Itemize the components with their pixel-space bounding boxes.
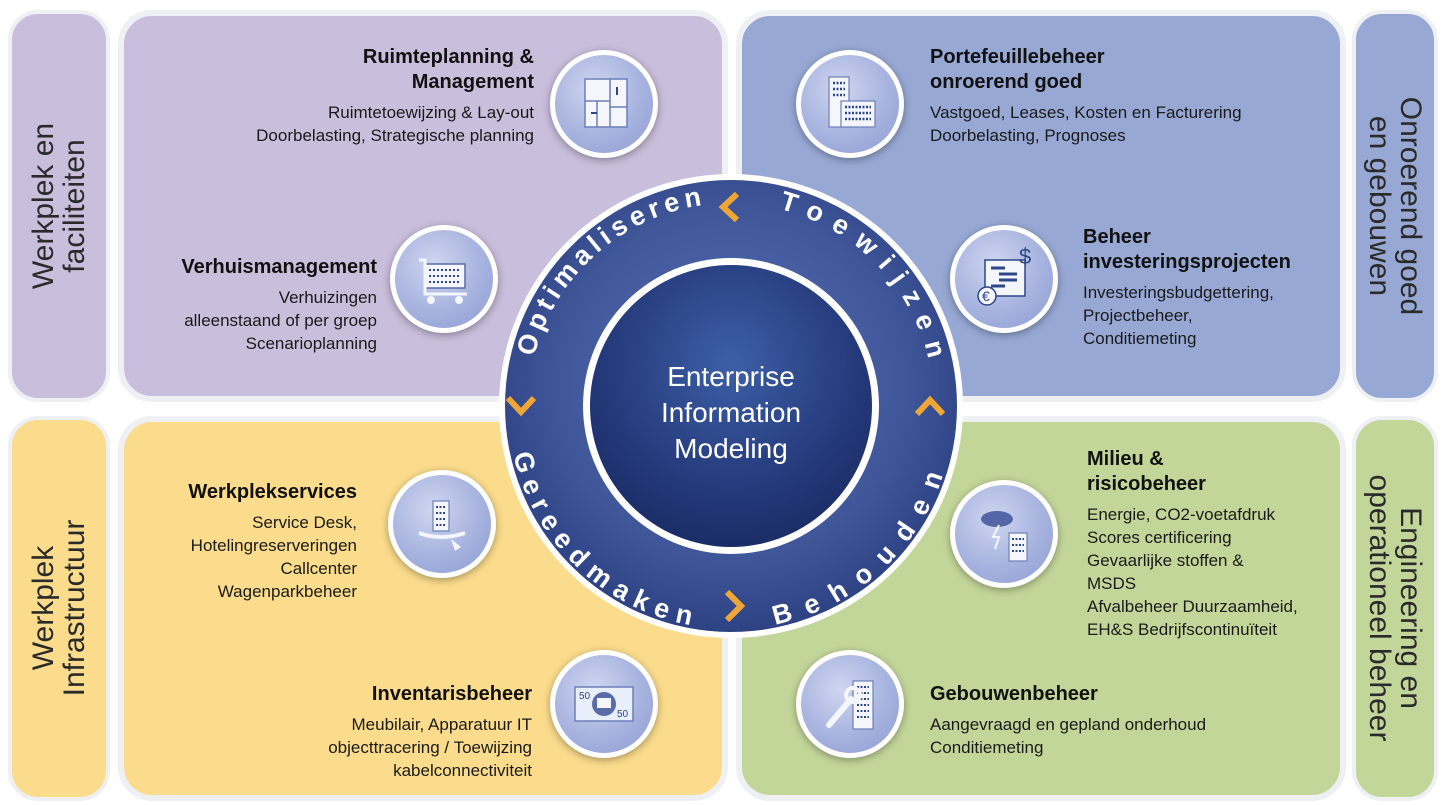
side-panel-top-right xyxy=(1352,10,1438,402)
center-title-line-2: Information xyxy=(661,397,801,428)
wrench-building-icon xyxy=(796,650,904,758)
side-panel-bottom-left xyxy=(8,416,110,801)
cloud-storm-icon xyxy=(950,480,1058,588)
module-inventarisbeheer: Inventarisbeheer Meubilair, Apparatuur I… xyxy=(328,683,532,780)
svg-text:50: 50 xyxy=(579,691,591,702)
chevron-up-icon xyxy=(914,395,946,417)
svg-text:$: $ xyxy=(1019,244,1031,269)
svg-text:€: € xyxy=(982,288,990,304)
service-tray-icon xyxy=(388,470,496,578)
center-disc xyxy=(590,265,872,547)
module-gebouwenbeheer: Gebouwenbeheer Aangevraagd en gepland on… xyxy=(930,683,1207,757)
center-title-line-1: Enterprise xyxy=(667,361,795,392)
floorplan-icon xyxy=(550,50,658,158)
banknote-icon: 50 50 xyxy=(550,650,658,758)
chevron-down-icon xyxy=(505,395,537,417)
svg-text:50: 50 xyxy=(617,709,629,720)
budget-icon: $ € xyxy=(950,225,1058,333)
module-milieu-risicobeheer: Milieu &risicobeheer Energie, CO2-voetaf… xyxy=(1087,448,1298,639)
buildings-icon xyxy=(796,50,904,158)
chevron-left-icon xyxy=(718,191,740,223)
cart-icon xyxy=(390,225,498,333)
center-title-line-3: Modeling xyxy=(674,433,788,464)
side-panel-top-left xyxy=(8,10,110,402)
chevron-right-icon xyxy=(724,589,746,623)
side-panel-bottom-right xyxy=(1352,416,1438,801)
module-ruimteplanning: Ruimteplanning &Management Ruimtetoewijz… xyxy=(256,46,534,145)
module-verhuismanagement: Verhuismanagement Verhuizingen alleensta… xyxy=(181,256,377,353)
module-werkplekservices: Werkplekservices Service Desk, Hotelingr… xyxy=(188,481,357,601)
